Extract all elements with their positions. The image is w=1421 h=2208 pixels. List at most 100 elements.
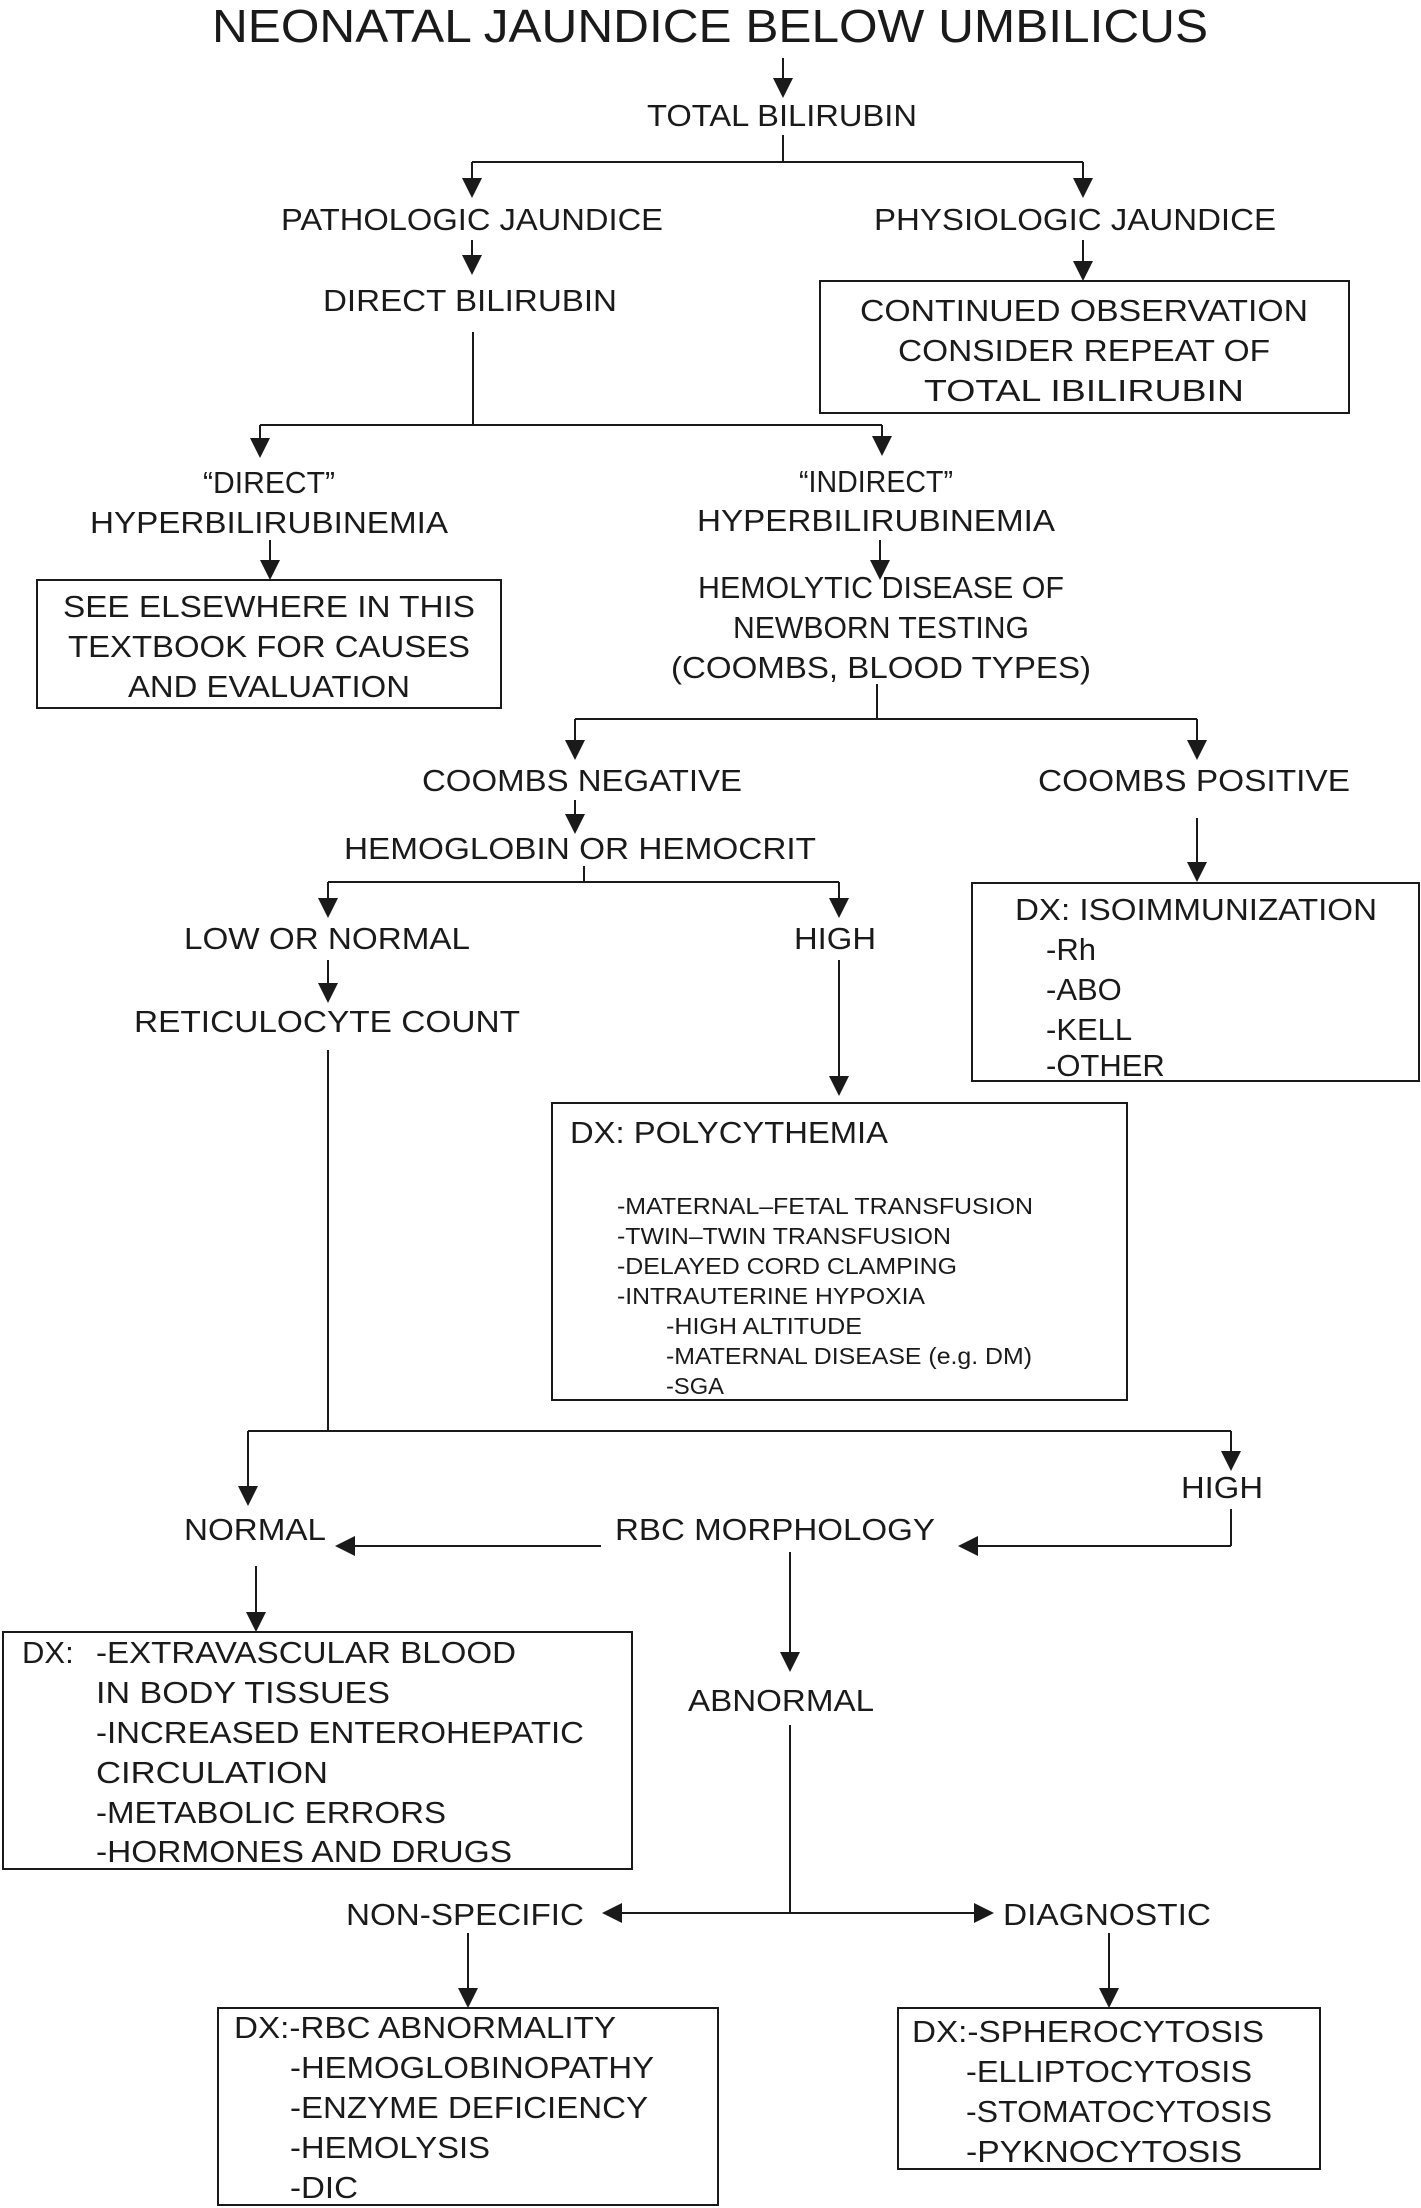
- connector-physiologic-observation: [1073, 240, 1093, 281]
- normal-dx-line: -METABOLIC ERRORS: [96, 1795, 446, 1830]
- non-specific-item: -HEMOLYSIS: [290, 2130, 490, 2165]
- box-isoimmunization: DX: ISOIMMUNIZATION -Rh -ABO -KELL -OTHE…: [971, 882, 1420, 1083]
- node-high-hgb: HIGH: [794, 921, 876, 956]
- node-coombs-negative: COOMBS NEGATIVE: [422, 763, 742, 798]
- arrowhead-icon: [870, 560, 890, 580]
- arrowhead-icon: [458, 1988, 478, 2008]
- arrowhead-icon: [829, 898, 849, 918]
- connector-title-to-total: [773, 58, 793, 98]
- node-coombs-positive: COOMBS POSITIVE: [1038, 763, 1350, 798]
- node-low-or-normal: LOW OR NORMAL: [184, 921, 470, 956]
- connector-high-polycythemia: [829, 960, 849, 1096]
- connector-nonspecific-box: [458, 1933, 478, 2008]
- arrowhead-icon: [1099, 1988, 1119, 2008]
- observation-line-2: CONSIDER REPEAT OF: [898, 333, 1270, 368]
- arrowhead-icon: [462, 255, 482, 275]
- arrowhead-icon: [829, 1076, 849, 1096]
- observation-line-3: TOTAL IBILIRUBIN: [924, 373, 1244, 408]
- node-hdn-line-3: (COOMBS, BLOOD TYPES): [671, 650, 1091, 685]
- diagnostic-item: -PYKNOCYTOSIS: [966, 2134, 1242, 2169]
- polycythemia-subitem: -HIGH ALTITUDE: [666, 1313, 862, 1339]
- arrowhead-icon: [1187, 862, 1207, 882]
- polycythemia-item: -INTRAUTERINE HYPOXIA: [617, 1283, 926, 1309]
- box-continued-observation: CONTINUED OBSERVATION CONSIDER REPEAT OF…: [819, 280, 1350, 414]
- connector-direct-see-elsewhere: [260, 540, 280, 580]
- connector-high-rbc: [958, 1509, 1232, 1556]
- iso-item: -OTHER: [1046, 1048, 1165, 1083]
- arrowhead-icon: [1073, 261, 1093, 281]
- normal-dx-prefix: DX:: [22, 1635, 74, 1670]
- node-indirect-hyper-line-2: HYPERBILIRUBINEMIA: [697, 503, 1055, 538]
- node-abnormal: ABNORMAL: [688, 1683, 874, 1718]
- polycythemia-subitem: -SGA: [666, 1373, 725, 1399]
- arrowhead-icon: [250, 438, 270, 458]
- box-polycythemia: DX: POLYCYTHEMIA -MATERNAL–FETAL TRANSFU…: [551, 1102, 1128, 1401]
- normal-dx-line: CIRCULATION: [96, 1755, 328, 1790]
- non-specific-item: -HEMOGLOBINOPATHY: [290, 2050, 654, 2085]
- chart-title: NEONATAL JAUNDICE BELOW UMBILICUS: [212, 0, 1208, 52]
- diagnostic-item: -ELLIPTOCYTOSIS: [966, 2054, 1252, 2089]
- connector-hgb-split: [318, 866, 849, 918]
- connector-abnormal-split: [602, 1725, 994, 1923]
- node-reticulocyte-count: RETICULOCYTE COUNT: [134, 1004, 520, 1039]
- box-diagnostic-dx: DX:-SPHEROCYTOSIS -ELLIPTOCYTOSIS -STOMA…: [897, 2007, 1321, 2170]
- arrowhead-icon: [565, 814, 585, 834]
- normal-dx-line: -INCREASED ENTEROHEPATIC: [96, 1715, 584, 1750]
- node-retic-normal: NORMAL: [184, 1512, 326, 1547]
- polycythemia-item: -MATERNAL–FETAL TRANSFUSION: [617, 1193, 1033, 1219]
- node-rbc-morphology: RBC MORPHOLOGY: [615, 1512, 935, 1547]
- arrowhead-icon: [773, 78, 793, 98]
- arrowhead-icon: [974, 1903, 994, 1923]
- non-specific-item: -ENZYME DEFICIENCY: [290, 2090, 648, 2125]
- normal-dx-line: -EXTRAVASCULAR BLOOD: [96, 1635, 516, 1670]
- node-physiologic-jaundice: PHYSIOLOGIC JAUNDICE: [874, 202, 1276, 237]
- diagnostic-heading: DX:-SPHEROCYTOSIS: [912, 2014, 1264, 2049]
- observation-line-1: CONTINUED OBSERVATION: [860, 293, 1308, 328]
- arrowhead-icon: [958, 1536, 978, 1556]
- node-direct-bilirubin: DIRECT BILIRUBIN: [323, 283, 617, 318]
- iso-item: -Rh: [1046, 932, 1096, 967]
- arrowhead-icon: [1221, 1451, 1241, 1471]
- connector-normal-box: [246, 1566, 266, 1632]
- connector-low-retic: [318, 960, 338, 1003]
- node-direct-hyper-line-1: “DIRECT”: [203, 465, 335, 500]
- box-non-specific-dx: DX:-RBC ABNORMALITY -HEMOGLOBINOPATHY -E…: [217, 2007, 719, 2206]
- see-elsewhere-line-1: SEE ELSEWHERE IN THIS: [63, 589, 475, 624]
- arrowhead-icon: [335, 1536, 355, 1556]
- node-indirect-hyper-line-1: “INDIRECT”: [799, 464, 953, 499]
- node-non-specific: NON-SPECIFIC: [346, 1897, 584, 1932]
- connector-indirect-hdn: [870, 540, 890, 580]
- node-retic-high: HIGH: [1181, 1470, 1263, 1505]
- iso-item: -KELL: [1046, 1012, 1132, 1047]
- connector-direct-split: [250, 332, 892, 458]
- normal-dx-line: -HORMONES AND DRUGS: [96, 1834, 512, 1869]
- iso-heading: DX: ISOIMMUNIZATION: [1015, 892, 1377, 927]
- node-direct-hyper-line-2: HYPERBILIRUBINEMIA: [90, 505, 448, 540]
- non-specific-item: -DIC: [290, 2170, 358, 2205]
- see-elsewhere-line-2: TEXTBOOK FOR CAUSES: [68, 629, 470, 664]
- arrowhead-icon: [565, 740, 585, 760]
- connector-hdn-coombs-split: [565, 684, 1207, 760]
- node-hdn-line-2: NEWBORN TESTING: [733, 610, 1029, 645]
- connector-retic-split: [238, 1050, 1241, 1506]
- connector-rbc-abnormal: [780, 1552, 800, 1672]
- diagnostic-item: -STOMATOCYTOSIS: [966, 2094, 1272, 2129]
- iso-item: -ABO: [1046, 972, 1122, 1007]
- arrowhead-icon: [602, 1903, 622, 1923]
- connector-total-split: [462, 135, 1093, 198]
- connector-coombs-pos-iso: [1187, 818, 1207, 882]
- arrowhead-icon: [260, 560, 280, 580]
- see-elsewhere-line-3: AND EVALUATION: [128, 669, 410, 704]
- arrowhead-icon: [780, 1652, 800, 1672]
- box-see-elsewhere: SEE ELSEWHERE IN THIS TEXTBOOK FOR CAUSE…: [36, 579, 502, 709]
- connector-diagnostic-box: [1099, 1933, 1119, 2008]
- arrowhead-icon: [462, 178, 482, 198]
- arrowhead-icon: [246, 1612, 266, 1632]
- box-normal-dx: DX: -EXTRAVASCULAR BLOOD IN BODY TISSUES…: [2, 1631, 633, 1870]
- arrowhead-icon: [238, 1486, 258, 1506]
- polycythemia-item: -TWIN–TWIN TRANSFUSION: [617, 1223, 951, 1249]
- polycythemia-subitem: -MATERNAL DISEASE (e.g. DM): [666, 1343, 1032, 1369]
- node-total-bilirubin: TOTAL BILIRUBIN: [647, 98, 917, 133]
- arrowhead-icon: [318, 983, 338, 1003]
